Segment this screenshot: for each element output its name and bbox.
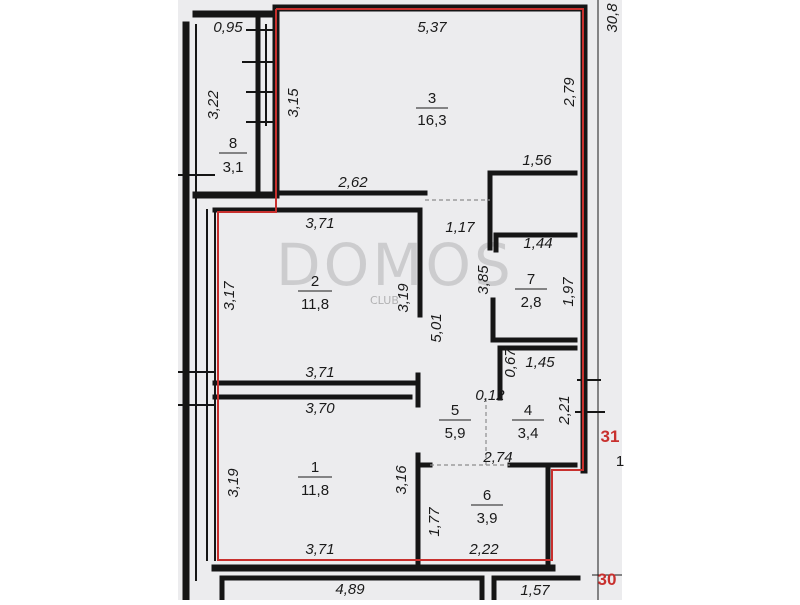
dim-label: 1,17: [445, 219, 475, 236]
dim-label: 1,97: [560, 277, 577, 307]
dim-label: 3,71: [305, 364, 334, 381]
dim-label: 4,89: [335, 581, 365, 598]
room-5-area: 5,9: [445, 425, 466, 442]
dim-label: 1,57: [520, 582, 550, 599]
dim-label: 1,77: [426, 507, 443, 537]
dim-label: 2,22: [468, 541, 499, 558]
dimension-labels: 0,95 5,37 3,22 3,15 2,79 2,62 1,56 3,71 …: [205, 19, 578, 599]
edge-mark: 30,8: [604, 3, 621, 33]
dim-label: 3,16: [393, 465, 410, 495]
dim-label: 2,62: [337, 174, 368, 191]
dim-label: 0,67: [502, 348, 519, 378]
dashed-boundaries: [425, 199, 510, 466]
edge-mark: 31: [601, 427, 620, 446]
edge-marks: 30,8 31 1 30: [598, 3, 625, 589]
apartment-outline: [217, 8, 584, 561]
dim-label: 3,19: [225, 468, 242, 498]
dim-label: 0,12: [475, 387, 505, 404]
room-3-number: 3: [428, 90, 436, 107]
dim-label: 0,95: [213, 19, 243, 36]
edge-mark: 30: [598, 570, 617, 589]
room-8-number: 8: [229, 135, 237, 152]
watermark-text: DOMOS: [276, 231, 514, 299]
room-4-area: 3,4: [518, 425, 539, 442]
room-6-area: 3,9: [477, 510, 498, 527]
room-1-area: 11,8: [301, 482, 329, 499]
dim-label: 2,79: [561, 77, 578, 108]
room-4-number: 4: [524, 402, 532, 419]
dim-label: 3,71: [305, 215, 334, 232]
room-5-number: 5: [451, 402, 459, 419]
dim-label: 3,22: [205, 90, 222, 120]
dim-label: 3,17: [221, 281, 238, 311]
room-6-number: 6: [483, 487, 491, 504]
dim-label: 5,01: [428, 313, 445, 342]
room-2-area: 11,8: [301, 296, 329, 313]
interior-walls: [212, 170, 578, 571]
room-7-area: 2,8: [521, 294, 542, 311]
edge-mark: 1: [616, 453, 624, 470]
watermark: DOMOS CLUB: [276, 231, 514, 307]
neighbour-walls: [219, 575, 581, 603]
room-8-area: 3,1: [223, 159, 244, 176]
dim-label: 3,71: [305, 541, 334, 558]
dim-label: 3,19: [395, 283, 412, 313]
dim-label: 2,74: [482, 449, 512, 466]
dim-label: 2,21: [556, 395, 573, 425]
room-1-number: 1: [311, 459, 319, 476]
room-2-number: 2: [311, 273, 319, 290]
loggia-walls: [192, 10, 280, 199]
room-labels: 3 16,3 2 11,8 1 11,8 8 3,1 7 2,8 5 5,9 4…: [219, 90, 547, 527]
dim-label: 1,44: [523, 235, 552, 252]
dim-label: 3,15: [285, 88, 302, 118]
dim-label: 3,85: [475, 265, 492, 295]
dim-label: 3,70: [305, 400, 335, 417]
room-7-number: 7: [527, 271, 535, 288]
watermark-subtext: CLUB: [370, 294, 399, 307]
dim-label: 5,37: [417, 19, 447, 36]
dim-label: 1,56: [522, 152, 552, 169]
dim-label: 1,45: [525, 354, 555, 371]
room-3-area: 16,3: [417, 112, 446, 129]
